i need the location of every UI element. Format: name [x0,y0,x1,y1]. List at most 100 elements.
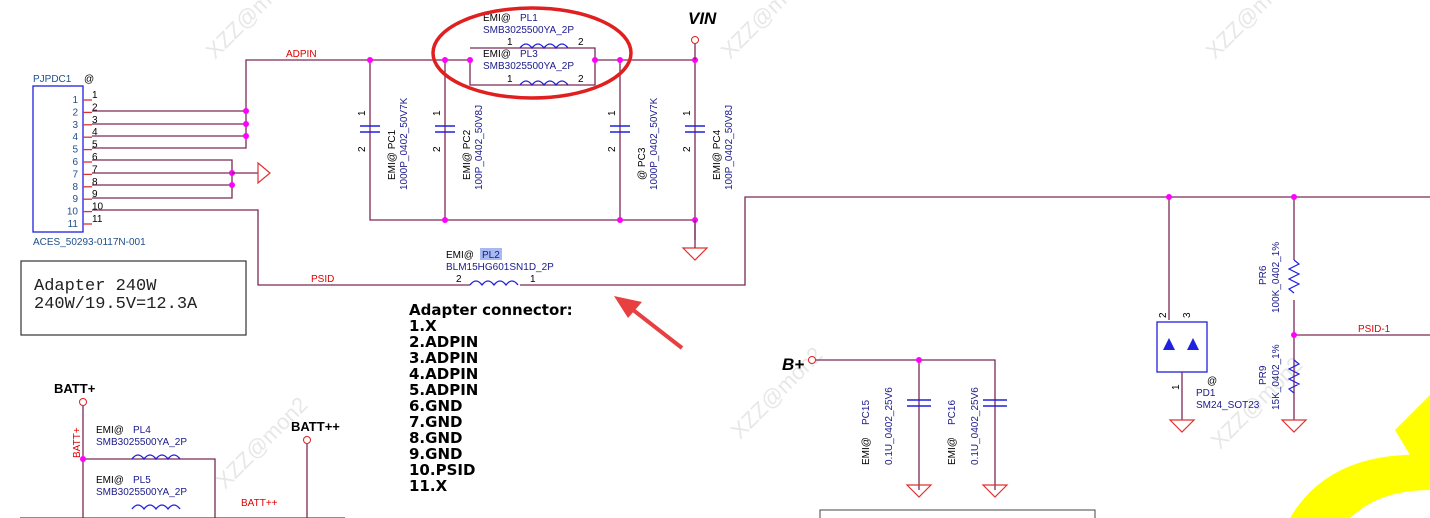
resistor-icon [1287,259,1301,394]
pl3-ref[interactable]: PL3 [520,49,538,60]
pl3-part: SMB3025500YA_2P [483,61,574,72]
pl5-coil [131,504,181,511]
ground-symbol [1168,419,1196,433]
pd1-pin1: 1 [1171,384,1182,390]
pl2-part: BLM15HG601SN1D_2P [446,262,554,273]
adapter-line2: 240W/19.5V=12.3A [34,295,198,314]
watermark: XZZ@mon2 [211,392,313,494]
net-batt2: BATT++ [291,419,340,434]
pc1-symbol [360,125,380,133]
connector-pin-number: 4 [72,132,78,143]
yellow-logo [1290,395,1430,518]
pr9-part: 15K_0402_1% [1271,344,1282,410]
note-line: 3.ADPIN [409,349,478,367]
note-lines: 1.X2.ADPIN3.ADPIN4.ADPIN5.ADPIN6.GND7.GN… [409,317,478,495]
connector-pin-number: 10 [67,207,79,218]
note-line: 7.GND [409,413,462,431]
note-line: 4.ADPIN [409,365,478,383]
pc2-pin2: 2 [432,146,443,152]
pc15-emi: EMI@ [861,437,872,465]
pc15-part: 0.1U_0402_25V6 [884,387,895,465]
pc1-name[interactable]: EMI@ PC1 [387,129,398,180]
pl5-emi: EMI@ [96,475,124,486]
watermarks: XZZ@mon2 XZZ@mon2 XZZ@mon2 XZZ@mon2 XZZ@… [201,0,1308,494]
pc16-emi: EMI@ [947,437,958,465]
connector-outer-pin: 11 [92,214,103,225]
pc2-name[interactable]: EMI@ PC2 [462,129,473,180]
pc1-part: 1000P_0402_50V7K [399,97,410,190]
pl5-ref[interactable]: PL5 [133,475,151,486]
pc3-part: 1000P_0402_50V7K [649,97,660,190]
pl4-emi: EMI@ [96,425,124,436]
connector-outer-pin: 3 [92,115,98,126]
connector-outer-pin: 1 [92,90,98,101]
pc3-name[interactable]: @ PC3 [637,147,648,180]
pl2-coil [469,280,519,287]
pl1-pin2: 2 [578,37,584,48]
ground-symbol [981,484,1009,498]
connector-pin-number: 5 [72,145,78,156]
pl2-ref[interactable]: PL2 [482,250,500,261]
ic-box [819,509,1096,518]
pc15-ref[interactable]: PC15 [861,400,872,425]
net-label-batt2: BATT++ [241,498,278,509]
pl4-ref[interactable]: PL4 [133,425,151,436]
pd1-pin2: 2 [1158,312,1169,318]
pl3-pin1: 1 [507,74,513,85]
pd1-at: @ [1207,376,1217,387]
pc2-part: 100P_0402_50V8J [474,105,485,190]
pc16-ref[interactable]: PC16 [947,400,958,425]
pc4-name[interactable]: EMI@ PC4 [712,129,723,180]
note-line: 10.PSID [409,461,475,479]
connector-outer-pin: 4 [92,127,98,138]
pr6-ref[interactable]: PR6 [1258,265,1269,285]
pl1-ref[interactable]: PL1 [520,13,538,24]
ground-symbol [1280,419,1308,433]
pl2-emi: EMI@ [446,250,474,261]
pd1-ref[interactable]: PD1 [1196,388,1216,399]
connector-outer-pin: 7 [92,164,98,175]
note-line: 2.ADPIN [409,333,478,351]
pc4-symbol [685,125,705,133]
note-line: 8.GND [409,429,462,447]
pd1-pin3: 3 [1182,312,1193,318]
pl3-coil [519,80,569,87]
pl1-emi: EMI@ [483,13,511,24]
connector-outer-pin: 5 [92,140,98,151]
net-label-batt: BATT+ [72,427,83,458]
connector-ref: PJPDC1 [33,74,72,85]
watermark: XZZ@mon2 [1201,0,1303,64]
connector-pin-number: 8 [72,182,78,193]
pc3-pin1: 1 [607,110,618,116]
connector-body[interactable] [32,85,84,233]
pc16-symbol [983,399,1007,407]
note-line: 9.GND [409,445,462,463]
connector-part: ACES_50293-0117N-001 [33,237,146,248]
pl2-pin1: 1 [530,274,536,285]
pc3-symbol [610,125,630,133]
ground-symbol [681,247,709,261]
highlight-ellipse [431,6,633,100]
pl4-coil [131,454,181,461]
vin-port [691,36,699,44]
pc2-symbol [435,125,455,133]
pr9-ref[interactable]: PR9 [1258,365,1269,385]
net-bplus: B+ [782,355,804,374]
pl2-highlight [480,248,502,260]
pl3-pin2: 2 [578,74,584,85]
pc16-part: 0.1U_0402_25V6 [970,387,981,465]
pl1-pin1: 1 [507,37,513,48]
pc4-pin2: 2 [682,146,693,152]
note-line: 1.X [409,317,437,335]
adapter-box [20,260,247,336]
pc4-pin1: 1 [682,110,693,116]
bplus-port [808,356,816,364]
pc4-part: 100P_0402_50V8J [724,105,735,190]
connector-outer-pin: 2 [92,102,98,113]
connector-outer-pin: 6 [92,152,98,163]
pl5-part: SMB3025500YA_2P [96,487,187,498]
note-line: 5.ADPIN [409,381,478,399]
